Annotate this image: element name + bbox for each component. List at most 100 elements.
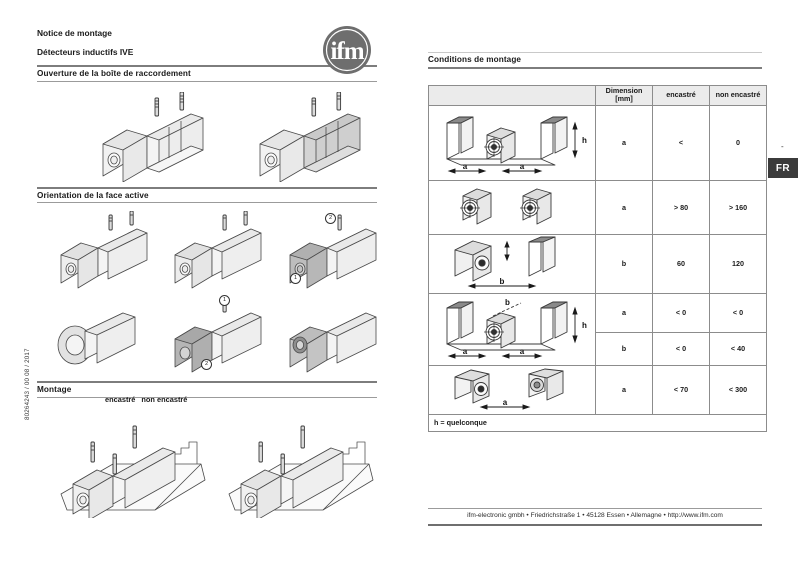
callout-1-figure3: 1 (290, 273, 301, 284)
table-row: b b 60 120 (428, 233, 767, 294)
cell-non-encastre-row2: > 160 (709, 179, 767, 235)
svg-text:a: a (520, 162, 525, 171)
col-header-figure (428, 84, 596, 106)
col-header-encastre: encastré (652, 84, 710, 106)
section3-rule-top (37, 381, 377, 383)
doc-title-line1: Notice de montage (37, 28, 112, 38)
cell-dimension-row4: a (595, 292, 653, 333)
cell-dimension-row1: a (595, 104, 653, 181)
label-non-encastre: non encastré (141, 395, 188, 404)
cell-encastre-row4: < 0 (652, 292, 710, 333)
footer-rule-bottom (428, 524, 762, 526)
montage-non-flush-figure (228, 425, 374, 518)
montage-flush-figure (60, 425, 206, 518)
figure-cell-row1: a a h (428, 104, 596, 181)
section1-rule-bottom (37, 80, 377, 82)
section3-rule-bottom (37, 396, 377, 398)
figure-cell-row3: b (428, 233, 596, 294)
svg-text:b: b (500, 277, 505, 286)
table-header-row: Dimension [mm] encastré non encastré (428, 84, 767, 106)
cell-encastre-row3: 60 (652, 233, 710, 294)
table-row: a > 80 > 160 (428, 179, 767, 235)
right-column: Conditions de montage Dimension [mm] enc… (428, 52, 767, 432)
section1-illustrations (37, 82, 377, 187)
svg-text:h: h (582, 321, 587, 330)
svg-text:a: a (503, 398, 508, 407)
orientation-figure-3 (289, 214, 377, 289)
orientation-figure-2 (174, 211, 262, 289)
orientation-figure-5 (174, 296, 262, 373)
col-header-non-encastre: non encastré (709, 84, 767, 106)
figure-cell-row6: a (428, 364, 596, 415)
cell-encastre-row1: < (652, 104, 710, 181)
svg-text:a: a (463, 162, 468, 171)
section1-rule-top (37, 65, 377, 67)
figure-sensor-facing-plate: b (454, 236, 556, 289)
svg-text:h: h (582, 136, 587, 145)
conditions-rule-top (428, 52, 762, 53)
document-heading: Notice de montage Détecteurs inductifs I… (37, 28, 377, 57)
orientation-figure-1 (60, 211, 148, 289)
callout-1-figure5: 1 (219, 295, 230, 306)
figure-two-sensors-side-by-side (460, 188, 552, 224)
figure-cell-row2 (428, 179, 596, 235)
cell-encastre-row5: < 0 (652, 331, 710, 366)
label-encastre: encastré (105, 395, 136, 404)
footer-company-info: ifm-electronic gmbh • Friedrichstraße 1 … (467, 512, 723, 519)
figure-sensor-between-two-plates: a a h (446, 116, 587, 174)
callout-2-figure5: 2 (201, 359, 212, 370)
ifm-logo: ifm (323, 26, 371, 74)
cell-dimension-row2: a (595, 179, 653, 235)
dimension-label-line2: [mm] (615, 94, 633, 103)
orientation-figure-4 (57, 312, 136, 365)
cell-dimension-row3: b (595, 233, 653, 294)
cell-non-encastre-row6: < 300 (709, 364, 767, 415)
table-row: a a h a < 0 (428, 104, 767, 181)
col-header-dimension: Dimension [mm] (595, 84, 653, 106)
language-dash-marker: - (781, 142, 784, 151)
section3-illustrations (37, 398, 377, 518)
table-footnote-row: h = quelconque (428, 413, 767, 432)
table-footnote: h = quelconque (428, 413, 767, 432)
table-row: b < 0 < 40 (429, 331, 767, 366)
section2-illustrations: 2 1 (37, 203, 377, 381)
figure-sensor-between-plates-b-h: a a h b (446, 298, 587, 359)
cell-non-encastre-row1: 0 (709, 104, 767, 181)
svg-text:b: b (505, 298, 510, 307)
svg-text:a: a (520, 347, 525, 356)
svg-text:a: a (463, 347, 468, 356)
figure-sensor-facing-opposing-sensor: a (454, 368, 564, 410)
section2-rule-bottom (37, 202, 377, 203)
table-row: a a h b a < 0 < 0 (428, 292, 767, 366)
conditions-rule-bottom (428, 66, 762, 69)
conditions-table: Dimension [mm] encastré non encastré (428, 84, 767, 432)
cell-encastre-row2: > 80 (652, 179, 710, 235)
section-heading-orientation: Orientation de la face active (37, 190, 149, 200)
svg-text:ifm: ifm (330, 38, 364, 65)
table-head: Dimension [mm] encastré non encastré (428, 84, 767, 106)
montage-mounting-type-labels: encastré non encastré (105, 395, 193, 404)
cell-encastre-row6: < 70 (652, 364, 710, 415)
left-column: Notice de montage Détecteurs inductifs I… (37, 28, 377, 518)
figure-cell-row4: a a h b (428, 292, 596, 366)
footer-rule-top (428, 508, 762, 509)
orientation-figure-6 (289, 312, 377, 373)
cell-non-encastre-row4: < 0 (709, 292, 767, 333)
section-heading-ouverture: Ouverture de la boîte de raccordement (37, 69, 191, 78)
cell-dimension-row5: b (595, 331, 653, 366)
sensor-open-connection-box-figure-2 (259, 91, 361, 182)
section2-rule-top (37, 186, 377, 189)
document-number: 80264243 / 00 08 / 2017 (24, 348, 31, 420)
doc-title-line2: Détecteurs inductifs IVE (37, 47, 134, 57)
sensor-open-connection-box-figure-1 (102, 91, 204, 182)
section-heading-montage: Montage (37, 385, 72, 394)
dimension-label-line1: Dimension (605, 85, 643, 95)
cell-non-encastre-row3: 120 (709, 233, 767, 294)
table-row: a a < 70 < 300 (428, 364, 767, 415)
table-body: a a h a < 0 (428, 104, 767, 432)
section-heading-conditions: Conditions de montage (428, 55, 522, 64)
cell-dimension-row6: a (595, 364, 653, 415)
cell-non-encastre-row5: < 40 (709, 331, 767, 366)
language-tab-fr[interactable]: FR (768, 158, 798, 178)
